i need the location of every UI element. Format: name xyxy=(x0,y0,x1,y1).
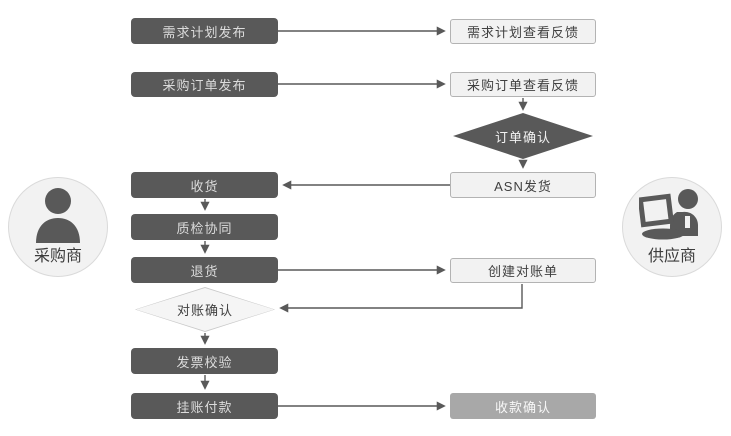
node-receipt-confirm: 收款确认 xyxy=(450,393,596,419)
buyer-person-icon xyxy=(36,188,80,243)
node-quality-collab: 质检协同 xyxy=(131,214,278,240)
node-demand-plan-feedback: 需求计划查看反馈 xyxy=(450,19,596,44)
connector-statement-to-confirm xyxy=(279,284,523,313)
node-po-publish: 采购订单发布 xyxy=(131,72,278,97)
node-invoice-verify: 发票校验 xyxy=(131,348,278,374)
supplier-circle: 供应商 xyxy=(622,177,722,277)
node-book-payment: 挂账付款 xyxy=(131,393,278,419)
node-asn-shipment: ASN发货 xyxy=(450,172,596,198)
supplier-laptop-person-icon xyxy=(639,189,698,240)
node-create-statement: 创建对账单 xyxy=(450,258,596,283)
node-po-feedback: 采购订单查看反馈 xyxy=(450,72,596,97)
node-receive-goods: 收货 xyxy=(131,172,278,198)
supplier-label: 供应商 xyxy=(647,248,696,265)
node-return-goods: 退货 xyxy=(131,257,278,283)
node-demand-plan-publish: 需求计划发布 xyxy=(131,18,278,44)
buyer-label: 采购商 xyxy=(33,248,82,265)
buyer-circle: 采购商 xyxy=(8,177,108,277)
